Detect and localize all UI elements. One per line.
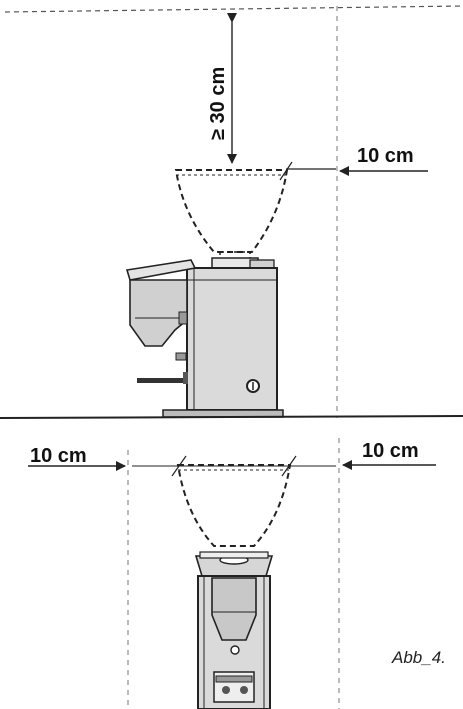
machine-body-side <box>186 267 278 411</box>
hopper-outline-side <box>174 169 289 253</box>
top-clearance-label: ≥ 30 cm <box>207 66 229 140</box>
side-clearance-label: 10 cm <box>357 145 414 167</box>
hopper-outline-front <box>176 464 292 547</box>
floor-line <box>0 415 463 419</box>
machine-side-view <box>125 169 289 418</box>
ceiling-reference-line <box>4 5 463 13</box>
machine-front-view <box>176 464 292 709</box>
right-clearance-label: 10 cm <box>362 440 419 462</box>
dosing-chamber <box>129 279 188 347</box>
figure-label: Abb_4. <box>392 648 446 667</box>
left-clearance-label: 10 cm <box>30 445 87 467</box>
